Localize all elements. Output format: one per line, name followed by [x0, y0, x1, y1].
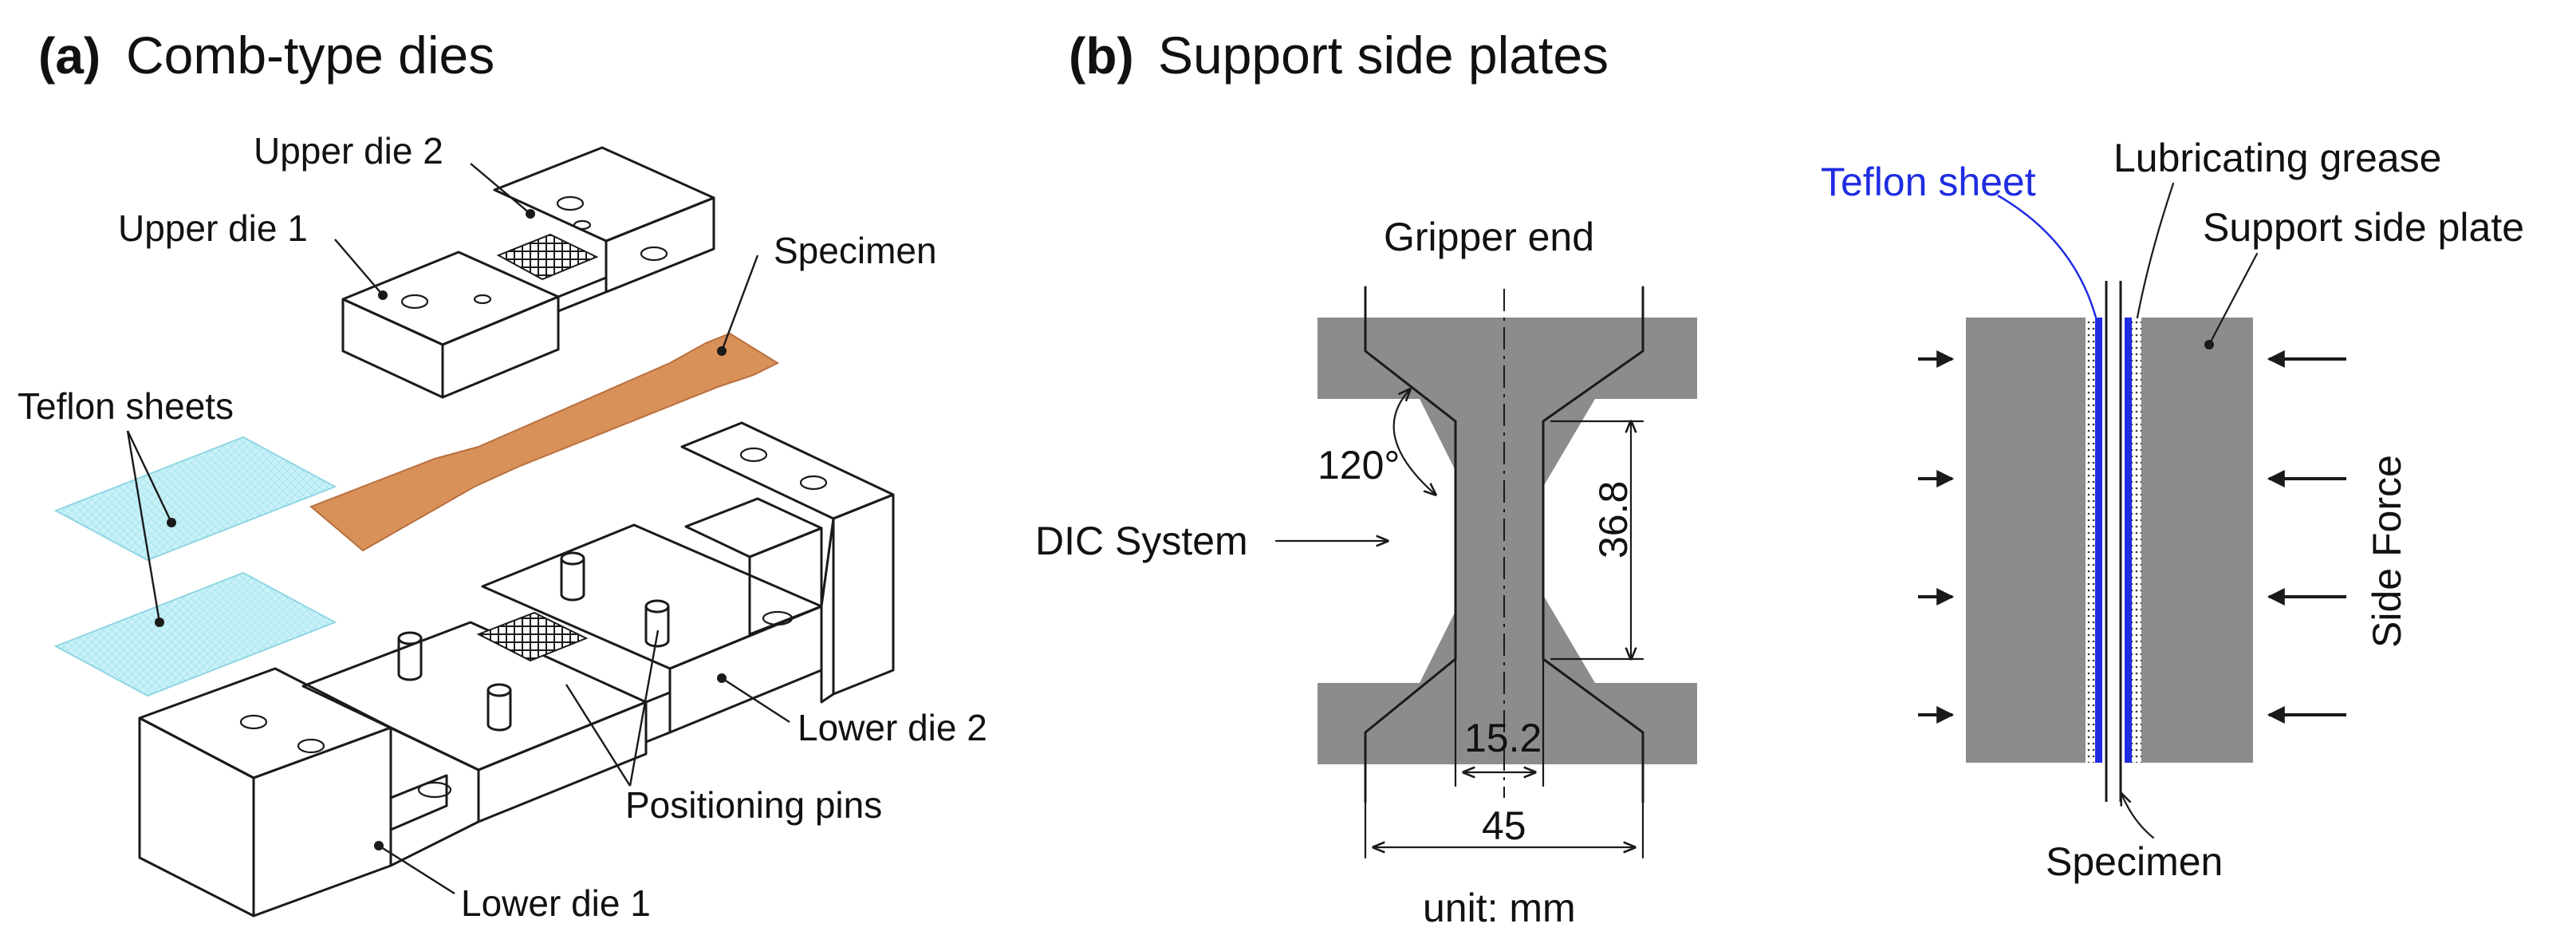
label-side-force: Side Force: [2365, 455, 2409, 648]
teflon-sheet-upper: [53, 436, 337, 562]
panel-a-title-text: Comb-type dies: [126, 26, 494, 85]
panel-a-leaders: [126, 163, 790, 895]
panel-b-title: (b) Support side plates: [1069, 26, 1609, 85]
label-specimen-a: Specimen: [774, 230, 937, 271]
label-lubricating-grease: Lubricating grease: [2113, 136, 2441, 180]
label-teflon-sheets: Teflon sheets: [18, 385, 234, 427]
support-plate-right: [2141, 318, 2253, 763]
front-gauge-section: [1455, 399, 1543, 683]
label-lower-die-2: Lower die 2: [798, 707, 987, 748]
leader-specimen-side: [2121, 794, 2155, 839]
label-gauge-length: 36.8: [1591, 481, 1636, 558]
label-lower-die-1: Lower die 1: [461, 882, 651, 924]
label-support-side-plate: Support side plate: [2203, 205, 2524, 250]
leader-teflon-sheet: [1997, 194, 2097, 318]
panel-b-tag: (b): [1069, 27, 1134, 85]
label-teflon-sheet: Teflon sheet: [1821, 160, 2036, 204]
teflon-left: [2095, 318, 2102, 763]
panel-a-tag: (a): [38, 27, 100, 85]
leader-support-plate-dot: [2204, 340, 2214, 349]
panel-a-title: (a) Comb-type dies: [38, 26, 494, 85]
positioning-pins: [397, 551, 670, 732]
upper-die-assembly: [341, 146, 715, 399]
grease-right: [2132, 318, 2141, 763]
label-upper-die-2: Upper die 2: [254, 130, 443, 172]
label-dic-system: DIC System: [1035, 519, 1248, 563]
label-total-width: 45: [1482, 803, 1526, 848]
lower-die-2-block: [476, 421, 895, 744]
specimen-strip: [309, 332, 780, 552]
teflon-right: [2125, 318, 2132, 763]
leader-support-plate: [2208, 252, 2259, 346]
grease-left: [2086, 318, 2095, 763]
panel-b-title-text: Support side plates: [1158, 26, 1609, 85]
leader-lubricating-grease: [2136, 182, 2175, 319]
lower-comb-teeth: [476, 611, 589, 662]
label-unit: unit: mm: [1423, 886, 1576, 930]
label-upper-die-1: Upper die 1: [118, 207, 308, 249]
front-gap-right: [1543, 399, 1697, 683]
label-specimen-side: Specimen: [2046, 839, 2223, 884]
label-positioning-pins: Positioning pins: [625, 784, 882, 826]
upper-comb-teeth: [496, 233, 599, 281]
angle-arc: [1392, 389, 1436, 495]
label-gripper-end: Gripper end: [1384, 215, 1594, 259]
label-angle: 120°: [1318, 443, 1400, 487]
front-view-drawing: Gripper end DIC System 120° 36.8 15.2 45…: [1035, 215, 1697, 930]
front-specimen-outline: [1364, 286, 1644, 803]
label-gauge-width: 15.2: [1464, 716, 1542, 760]
support-plate-left: [1966, 318, 2086, 763]
comb-type-dies-drawing: Upper die 2 Upper die 1 Specimen Teflon …: [18, 130, 987, 924]
teflon-sheet-lower: [53, 571, 337, 697]
side-view-drawing: Teflon sheet Lubricating grease Support …: [1821, 136, 2524, 884]
